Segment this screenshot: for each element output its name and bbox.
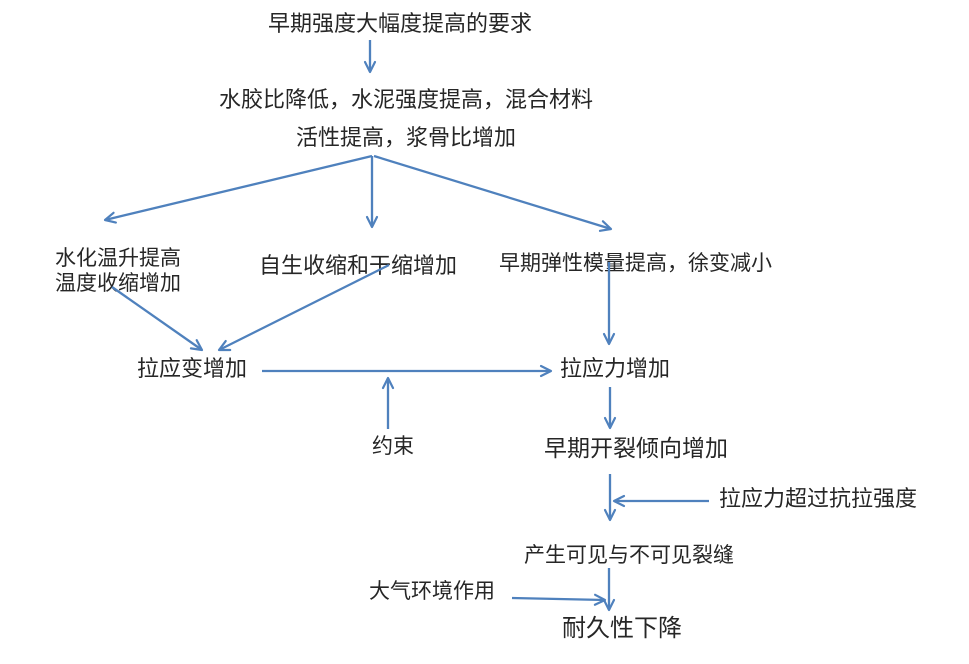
- node-stress-exceeds-strength: 拉应力超过抗拉强度: [719, 486, 918, 511]
- node-durability-decrease: 耐久性下降: [562, 616, 682, 642]
- node-mix-changes: 水胶比降低，水泥强度提高，混合材料 活性提高，浆骨比增加: [150, 81, 662, 157]
- node-hydration-heat: 水化温升提高 温度收缩增加: [55, 246, 181, 296]
- node-elastic-modulus: 早期弹性模量提高，徐变减小: [499, 251, 772, 275]
- arrow-hydration-to-strain: [111, 286, 204, 352]
- arrow-mix-to-hydration: [103, 154, 373, 224]
- node-mix-changes-line2: 活性提高，浆骨比增加: [295, 125, 516, 150]
- node-cracking-tendency: 早期开裂倾向增加: [544, 436, 728, 461]
- node-shrinkage: 自生收缩和干缩增加: [259, 253, 458, 278]
- node-visible-invisible-cracks: 产生可见与不可见裂缝: [524, 543, 734, 567]
- arrow-atmosphere-to-junction: [511, 593, 607, 606]
- node-hydration-heat-line1: 水化温升提高: [55, 246, 181, 270]
- node-restraint: 约束: [372, 434, 414, 458]
- node-mix-changes-line1: 水胶比降低，水泥强度提高，混合材料: [218, 87, 593, 112]
- node-requirement: 早期强度大幅度提高的要求: [268, 11, 533, 36]
- node-hydration-heat-line2: 温度收缩增加: [55, 271, 181, 295]
- node-tensile-stress: 拉应力增加: [560, 356, 671, 381]
- node-atmosphere-action: 大气环境作用: [369, 579, 495, 603]
- arrow-mix-to-modulus: [373, 154, 613, 232]
- node-tensile-strain: 拉应变增加: [137, 356, 248, 381]
